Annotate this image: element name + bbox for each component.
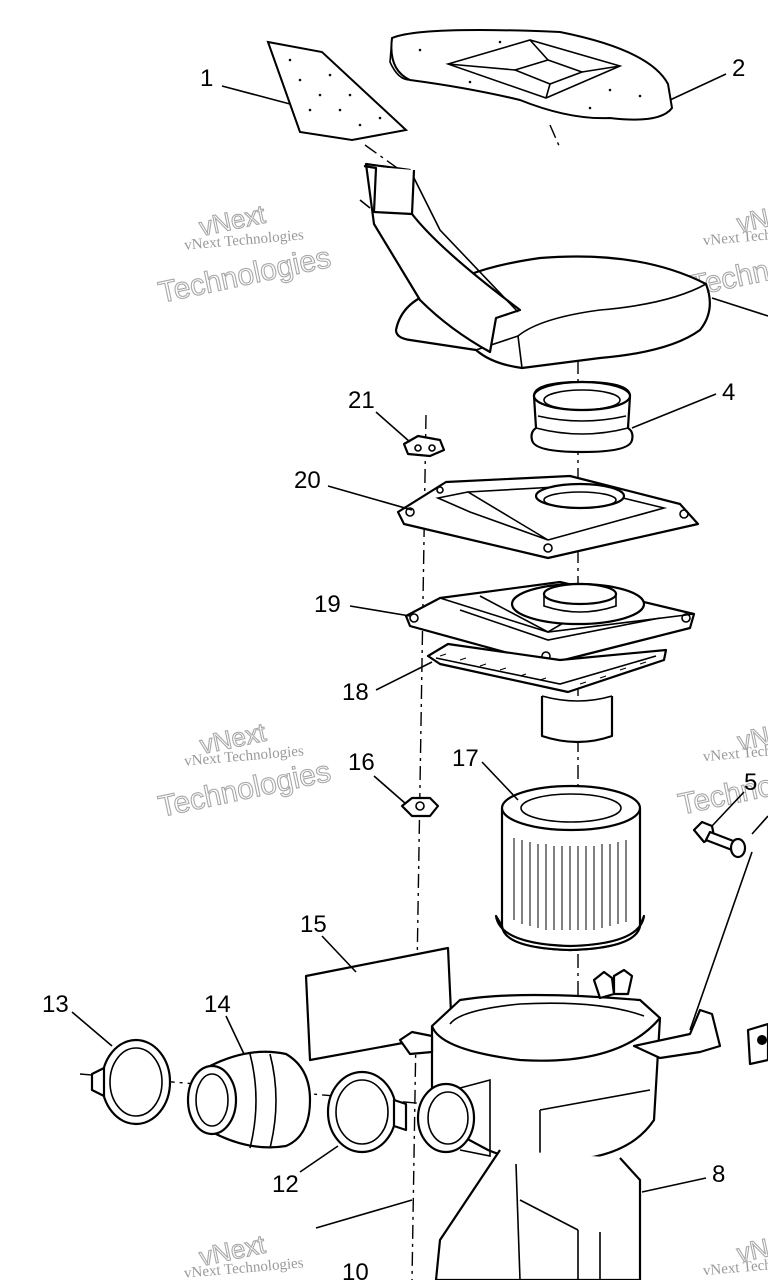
callout-21: 21 xyxy=(348,387,411,443)
callout-20: 20 xyxy=(294,467,413,511)
part-2-foam-frame xyxy=(389,29,674,121)
callout-14: 14 xyxy=(204,991,245,1055)
part-18-gasket xyxy=(426,642,668,694)
callout-1: 1 xyxy=(200,65,291,105)
svg-text:1: 1 xyxy=(200,65,213,92)
callout-19: 19 xyxy=(314,591,411,618)
part-8-airbox-body xyxy=(398,968,768,1280)
watermark-top-left: vNext vNext Technologies Technologies xyxy=(155,198,334,310)
callout-13: 13 xyxy=(42,991,113,1047)
watermark-mid-right: vNext vNext Technologies Technologies xyxy=(675,712,768,822)
part-12-clamp xyxy=(326,1070,408,1154)
part-13-clamp xyxy=(90,1038,172,1126)
callout-4: 4 xyxy=(631,379,735,429)
svg-text:14: 14 xyxy=(204,991,231,1018)
part-4-boot xyxy=(530,380,634,454)
callout-16: 16 xyxy=(348,749,407,805)
part-21-clip-nut xyxy=(402,434,446,458)
watermark-bottom-right: vNext vNext Technologies xyxy=(702,1225,768,1280)
part-20-top-plate xyxy=(396,474,700,560)
svg-text:2: 2 xyxy=(732,55,745,82)
svg-text:21: 21 xyxy=(348,387,375,414)
svg-text:4: 4 xyxy=(722,379,735,406)
callout-8: 8 xyxy=(641,1161,725,1193)
svg-text:19: 19 xyxy=(314,591,341,618)
callout-18: 18 xyxy=(342,661,433,706)
svg-text:5: 5 xyxy=(744,769,757,796)
callout-10: 10 xyxy=(315,1199,413,1280)
svg-text:13: 13 xyxy=(42,991,69,1018)
callout-15: 15 xyxy=(300,911,357,973)
part-1-foam-wedge xyxy=(266,40,409,142)
svg-text:18: 18 xyxy=(342,679,369,706)
svg-text:Technologies: Technologies xyxy=(156,241,334,310)
callout-12: 12 xyxy=(272,1145,339,1198)
svg-text:Technologies: Technologies xyxy=(155,755,333,824)
airbox-lid xyxy=(359,162,768,370)
svg-text:10: 10 xyxy=(342,1259,369,1280)
svg-text:20: 20 xyxy=(294,467,321,494)
callout-2: 2 xyxy=(669,55,745,101)
watermark-mid-left: vNext vNext Technologies Technologies xyxy=(155,716,334,824)
svg-text:17: 17 xyxy=(452,745,479,772)
housing-outlet-tube xyxy=(540,695,614,744)
callout-5: 5 xyxy=(689,769,757,1031)
callout-17: 17 xyxy=(452,745,519,801)
part-14-coupler xyxy=(186,1050,312,1149)
part-17-air-filter xyxy=(494,784,646,952)
part-16-nut xyxy=(400,796,440,818)
svg-text:8: 8 xyxy=(712,1161,725,1188)
svg-text:12: 12 xyxy=(272,1171,299,1198)
part-5-bolt xyxy=(692,815,768,859)
part-19-housing-lid xyxy=(404,580,696,666)
watermark-bottom-left: vNext vNext Technologies xyxy=(183,1228,304,1280)
svg-text:15: 15 xyxy=(300,911,327,938)
svg-text:16: 16 xyxy=(348,749,375,776)
